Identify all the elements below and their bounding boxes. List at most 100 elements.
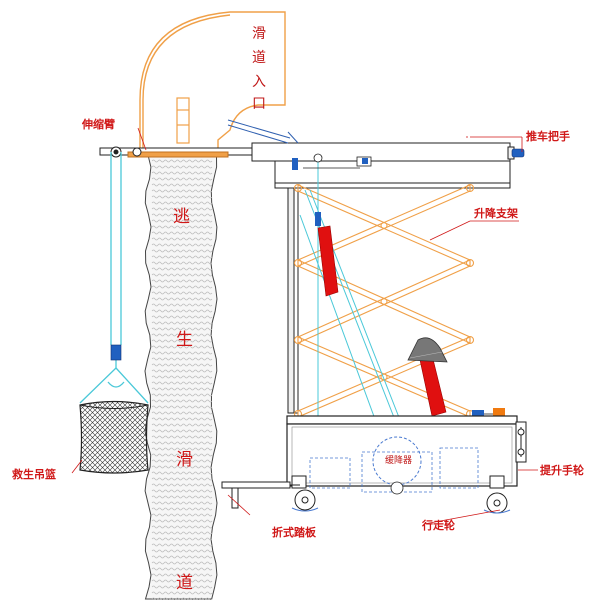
hand-crank[interactable]	[515, 421, 527, 463]
scissor-pivot	[465, 335, 475, 345]
chute-entry-char-4: 口	[252, 96, 266, 112]
chute-fabric-wave	[151, 381, 213, 385]
mast-post	[176, 97, 190, 144]
chute-fabric-wave	[151, 267, 213, 271]
chute-fabric-wave	[151, 555, 213, 559]
chute-fabric-wave	[151, 279, 213, 283]
chute-fabric-wave	[151, 453, 213, 457]
cart-handle[interactable]	[511, 148, 525, 158]
motor-housing	[407, 337, 448, 363]
chute-fabric-wave	[151, 411, 213, 415]
chute-fabric-wave	[151, 375, 213, 379]
chute-fabric-wave	[151, 441, 213, 445]
chute-fabric-wave	[151, 591, 213, 595]
chute-fabric-wave	[151, 201, 213, 205]
chute-char-1: 逃	[173, 207, 190, 227]
chute-fabric-wave	[151, 477, 213, 481]
control-box[interactable]	[472, 408, 505, 418]
basket-cable	[79, 152, 149, 404]
chute-fabric-wave	[151, 501, 213, 505]
folding-pedal[interactable]	[221, 481, 300, 509]
scissor-pivot	[465, 258, 475, 268]
chute-fabric-wave	[151, 159, 213, 163]
chute-fabric-wave	[151, 561, 213, 565]
scissor-pivot	[293, 258, 303, 268]
chute-fabric-wave	[151, 303, 213, 307]
arm-sleeve	[251, 142, 515, 189]
chute-fabric-wave	[151, 327, 213, 331]
chute-fabric-wave	[151, 195, 213, 199]
chute-fabric-wave	[151, 207, 213, 211]
chute-entry-char-3: 入	[252, 74, 266, 90]
chute-fabric-wave	[151, 525, 213, 529]
chute-char-2: 生	[176, 330, 193, 350]
chute-fabric-wave	[151, 483, 213, 487]
escape-chute	[144, 154, 218, 600]
rescue-basket	[79, 400, 149, 474]
leader-lines	[71, 127, 538, 525]
cable-hook	[110, 344, 122, 361]
chute-fabric-wave	[151, 255, 213, 259]
base-frame	[286, 415, 518, 487]
chute-fabric-wave	[151, 417, 213, 421]
chute-fabric-wave	[151, 465, 213, 469]
chute-fabric-wave	[151, 429, 213, 433]
label-cart-handle: 推车把手	[526, 129, 570, 143]
chute-fabric-wave	[151, 189, 213, 193]
chute-fabric-wave	[151, 549, 213, 553]
chute-fabric-wave	[151, 387, 213, 391]
label-telescopic-arm: 伸缩臂	[81, 117, 115, 131]
reducer	[372, 436, 422, 495]
chute-fabric-wave	[151, 213, 213, 217]
chute-fabric-wave	[151, 579, 213, 583]
label-rescue-basket: 救生吊篮	[12, 467, 56, 481]
chute-fabric-wave	[151, 297, 213, 301]
top-fittings	[292, 153, 372, 226]
chute-fabric-wave	[151, 315, 213, 319]
chute-fabric-wave	[151, 225, 213, 229]
chute-fabric-wave	[151, 369, 213, 373]
scissor-center-pivot	[380, 297, 388, 306]
chute-fabric-wave	[151, 351, 213, 355]
chute-fabric-wave	[151, 171, 213, 175]
chute-fabric-wave	[151, 357, 213, 361]
caster-right	[483, 475, 511, 514]
chute-fabric-wave	[151, 459, 213, 463]
scissor-center-pivot	[380, 221, 388, 230]
chute-fabric-wave	[151, 507, 213, 511]
chute-fabric-wave	[151, 339, 213, 343]
label-walking-wheel: 行走轮	[421, 518, 455, 532]
label-hand-crank: 提升手轮	[540, 463, 584, 477]
chute-fabric-wave	[151, 321, 213, 325]
chute-fabric-wave	[151, 291, 213, 295]
chute-fabric-wave	[151, 537, 213, 541]
chute-fabric-wave	[151, 543, 213, 547]
chute-fabric-wave	[151, 249, 213, 253]
chute-entry-char-1: 滑	[252, 25, 266, 42]
chute-char-4: 道	[176, 573, 193, 593]
chute-fabric-wave	[151, 573, 213, 577]
chute-fabric-wave	[151, 285, 213, 289]
chute-fabric-wave	[151, 399, 213, 403]
chute-fabric-wave	[151, 495, 213, 499]
chute-entry-char-2: 道	[252, 50, 266, 66]
chute-fabric-wave	[151, 447, 213, 451]
chute-fabric-wave	[151, 363, 213, 367]
chute-fabric-wave	[151, 345, 213, 349]
label-scissor-lift: 升降支架	[474, 206, 518, 220]
chute-fabric-wave	[151, 531, 213, 535]
chute-fabric-wave	[151, 183, 213, 187]
chute-fabric-wave	[151, 219, 213, 223]
label-folding-pedal: 折式踏板	[272, 525, 317, 539]
chute-fabric-wave	[151, 165, 213, 169]
scissor-pivot	[293, 183, 303, 193]
lift-column	[287, 187, 299, 414]
chute-fabric-wave	[151, 519, 213, 523]
scissor-pivot	[465, 183, 475, 193]
chute-fabric-wave	[151, 423, 213, 427]
chute-fabric-wave	[151, 333, 213, 337]
chute-fabric-wave	[151, 585, 213, 589]
chute-fabric-wave	[151, 177, 213, 181]
chute-fabric-wave	[151, 489, 213, 493]
